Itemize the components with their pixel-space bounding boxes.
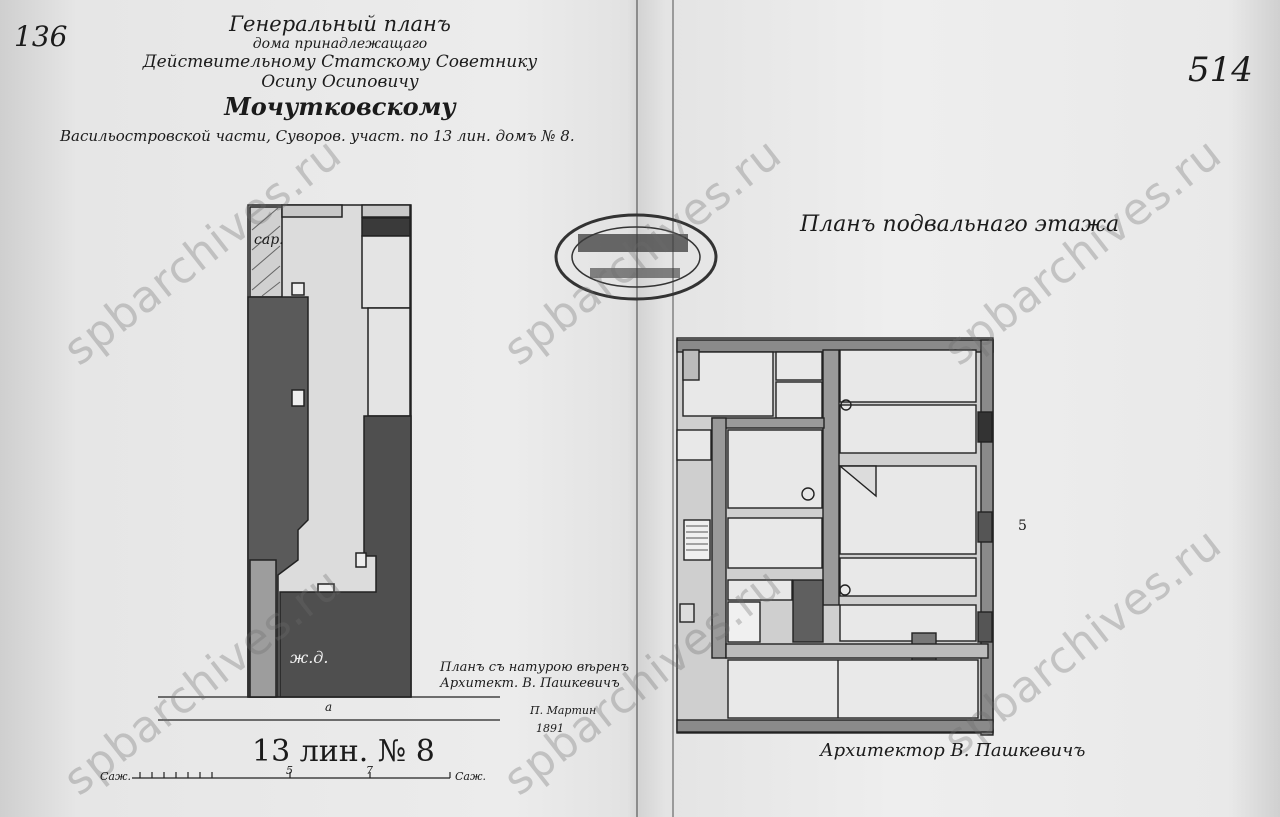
street-label: 13 лин. № 8: [252, 734, 435, 769]
archive-stamp: [554, 213, 718, 301]
approval-initials: П. Мартин: [530, 704, 597, 717]
scale-bar: [132, 772, 451, 779]
sheet-number-left: 136: [14, 20, 68, 53]
title-block: Генеральный планъ дома принадлежащаго Де…: [60, 12, 620, 145]
site-plan: [158, 204, 500, 721]
page-fold-right: [672, 0, 674, 817]
address-line: Васильостровской части, Суворов. участ. …: [60, 127, 575, 145]
scale-unit-right: Саж.: [455, 770, 486, 783]
scale-unit-left: Саж.: [100, 770, 131, 783]
scale-mark-mid2: 7: [366, 764, 373, 777]
sheet-number-right: 514: [1188, 50, 1253, 90]
page-fold-left: [636, 0, 638, 817]
basement-plan: [676, 337, 994, 736]
basement-mark: 5: [1018, 518, 1027, 534]
architect-signature: Архитектор В. Пашкевичъ: [820, 740, 1086, 761]
scale-mark-mid: 5: [286, 764, 293, 777]
title-line-1: Генеральный планъ: [229, 12, 451, 36]
title-line-4: Осипу Осиповичу: [261, 72, 419, 92]
wing-label: ж.д.: [290, 648, 329, 667]
title-line-3: Действительному Статскому Советнику: [142, 52, 538, 72]
facade-mark: а: [325, 700, 333, 714]
title-line-2: дома принадлежащаго: [252, 36, 428, 52]
approval-note: Планъ съ натурою вѣренъ Архитект. В. Паш…: [440, 660, 629, 691]
shed-label: сар.: [254, 232, 284, 248]
approval-year: 1891: [536, 722, 564, 735]
owner-name: Мочутковскому: [224, 92, 456, 121]
basement-plan-title: Планъ подвальнаго этажа: [800, 212, 1120, 237]
